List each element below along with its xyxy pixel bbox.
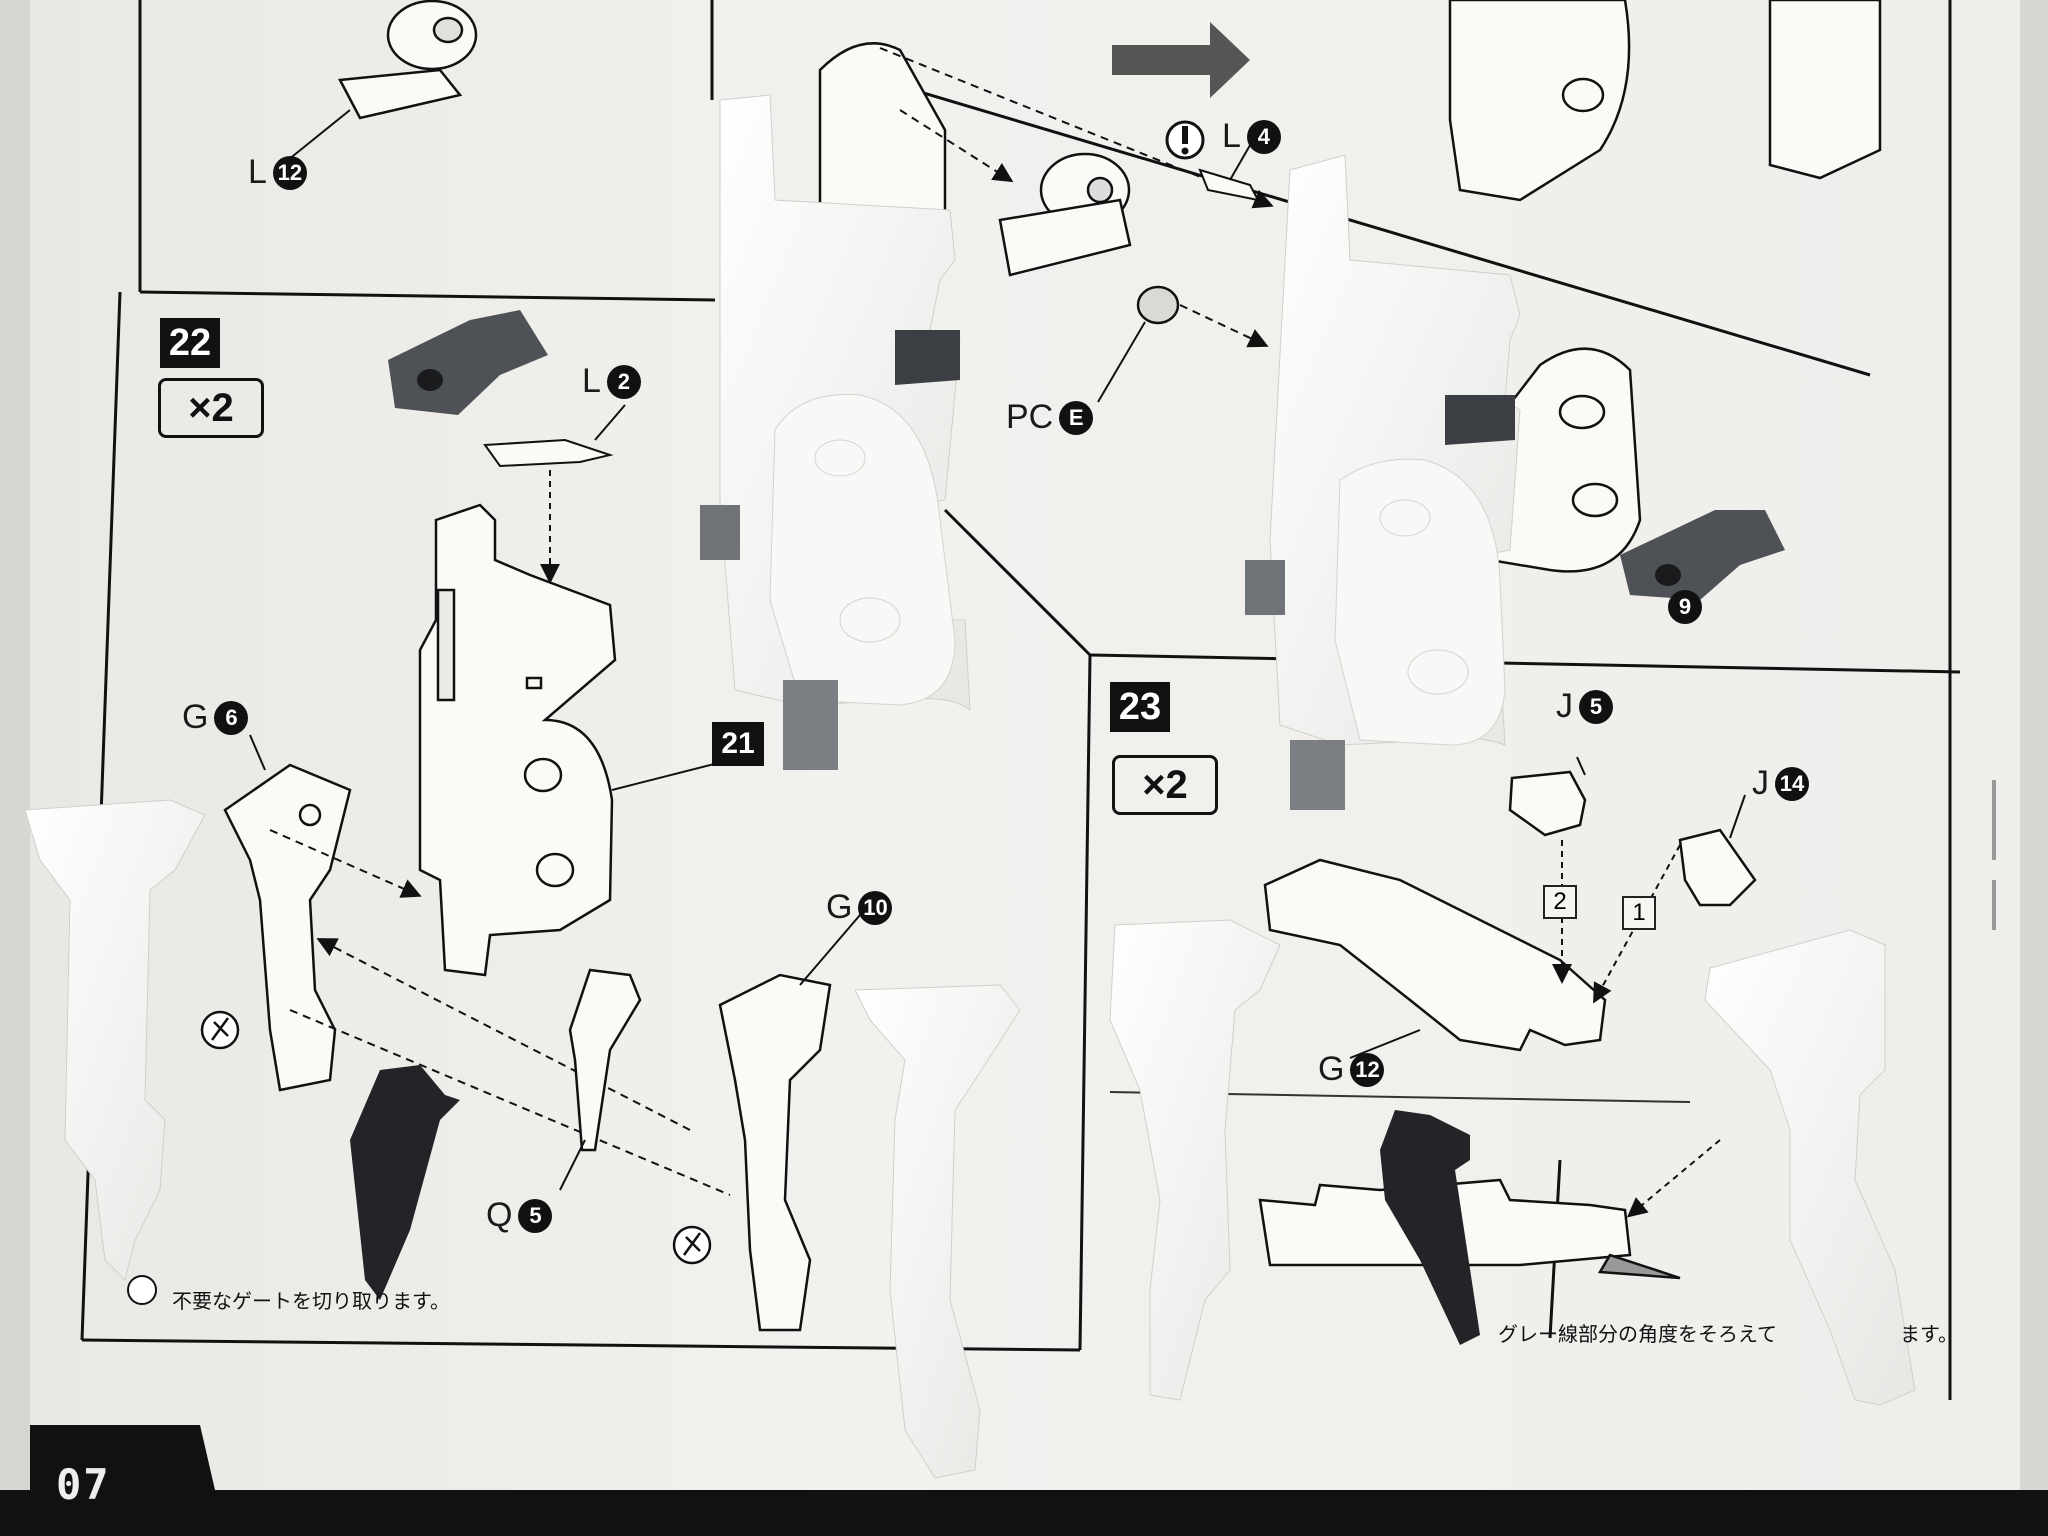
white-part-far-left: [24, 799, 206, 1281]
label-j5: J 5: [1556, 687, 1613, 726]
white-leg-left: [700, 94, 971, 770]
gate-cut-note: 不要なゲートを切り取ります。: [172, 1291, 450, 1313]
part-l12-drawing: [338, 0, 478, 120]
step22-assembly-drawing: [418, 503, 617, 977]
white-part-step23: [1109, 919, 1281, 1401]
gray-part-right: [1620, 510, 1785, 600]
housing-drawing: [818, 42, 1180, 325]
label-j5-letter: J: [1556, 687, 1573, 725]
white-leg-right: [1245, 154, 1521, 810]
order-step-2: 2: [1543, 885, 1577, 919]
label-l12-letter: L: [248, 153, 267, 191]
step-21-reference: 21: [712, 722, 764, 766]
label-q5-letter: Q: [486, 1196, 513, 1234]
order-step-1: 1: [1622, 896, 1656, 930]
gate-cut-icon: [127, 1010, 712, 1305]
label-j14-letter: J: [1752, 764, 1769, 802]
step-23-number: 23: [1110, 682, 1170, 732]
black-fin-left: [350, 1065, 460, 1300]
label-j14: J 14: [1752, 764, 1809, 803]
label-pce-letter: PC: [1006, 398, 1054, 436]
label-l12-num: 12: [272, 155, 307, 190]
white-plate-center: [854, 984, 1021, 1479]
label-pce: PC E: [1006, 398, 1094, 437]
label-g6: G 6: [182, 698, 249, 737]
label-g12-num: 12: [1350, 1052, 1385, 1087]
upper-right-drawing: [1448, 0, 1882, 202]
label-g10-num: 10: [858, 890, 893, 925]
white-plate-right: [1704, 929, 1916, 1406]
step-22-multiplier: ×2: [158, 378, 264, 438]
label-l2-letter: L: [582, 362, 601, 400]
label-g6-num: 6: [214, 700, 249, 735]
label-g10-letter: G: [826, 888, 853, 926]
step-22-number: 22: [160, 318, 220, 368]
page-number: 07: [56, 1460, 111, 1509]
label-g10: G 10: [826, 888, 893, 927]
gray-part-upper: [388, 310, 548, 415]
label-l4-letter: L: [1222, 117, 1241, 155]
label-l2-num: 2: [606, 364, 641, 399]
part-g6-drawing: [223, 763, 352, 1092]
gray-line-note-end: ます。: [1900, 1324, 1958, 1346]
label-j9: J 9: [1645, 587, 1702, 626]
label-l12: L 12: [248, 153, 307, 192]
black-fin-right: [1380, 1110, 1480, 1345]
label-l2: L 2: [582, 362, 641, 401]
label-j14-num: 14: [1775, 766, 1809, 801]
step23-drawing: [1258, 770, 1757, 1280]
label-j5-num: 5: [1579, 689, 1613, 724]
label-l4: L 4: [1222, 117, 1281, 156]
step-23-multiplier: ×2: [1112, 755, 1218, 815]
label-g12-letter: G: [1318, 1050, 1345, 1088]
label-l4-num: 4: [1246, 119, 1281, 154]
label-q5: Q 5: [486, 1196, 553, 1235]
label-g12: G 12: [1318, 1050, 1385, 1089]
label-j9-num: 9: [1668, 589, 1702, 624]
gray-line-note: グレー線部分の角度をそろえて: [1498, 1324, 1777, 1346]
label-q5-num: 5: [518, 1198, 553, 1233]
label-pce-num: E: [1059, 400, 1094, 435]
label-g6-letter: G: [182, 698, 209, 736]
